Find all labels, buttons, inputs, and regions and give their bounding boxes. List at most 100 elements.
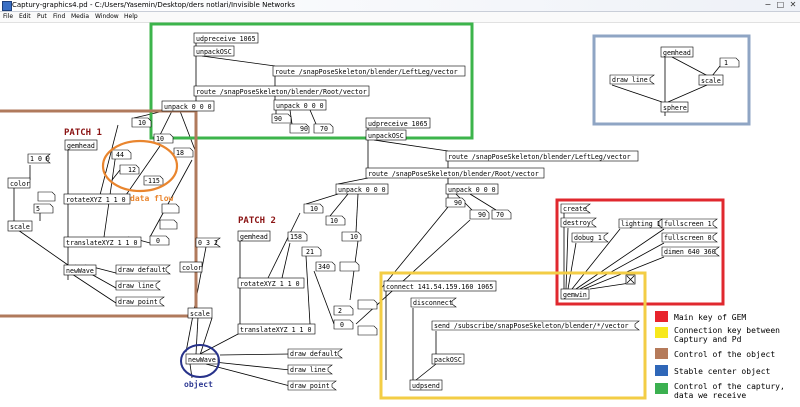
number-box-p2-0[interactable]: 0 — [333, 319, 354, 330]
send-subscribe-message[interactable]: send /subscribe/snapPoseSkeleton/blender… — [431, 320, 640, 331]
newwave-object-patch2[interactable]: newWave — [185, 353, 219, 365]
number-box-p1-18[interactable]: 18 — [173, 147, 194, 158]
number-box-p1-44[interactable]: 44 — [111, 149, 132, 160]
create-message[interactable]: create — [560, 203, 591, 214]
packosc-object[interactable]: packOSC — [431, 353, 465, 365]
unpack-object-mid-right[interactable]: unpack 0 0 0 — [445, 183, 499, 195]
route-root-object-mid[interactable]: route /snapPoseSkeleton/blender/Root/vec… — [365, 167, 545, 179]
draw-line-message-patch1[interactable]: draw line — [115, 280, 161, 291]
udpreceive-object-mid[interactable]: udpreceive 1065 — [365, 117, 431, 129]
unpackosc-object-mid[interactable]: unpackOSC — [365, 129, 407, 141]
color-message-patch1[interactable]: 1 0 0 — [27, 153, 51, 164]
udpreceive-object-top[interactable]: udpreceive 1065 — [193, 32, 259, 44]
minimize-button[interactable]: − — [764, 0, 772, 9]
unpackosc-object-top[interactable]: unpackOSC — [193, 45, 235, 57]
patch-canvas[interactable]: udpreceive 1065 unpackOSC route /snapPos… — [0, 22, 800, 407]
number-box-top-10[interactable]: 10 — [131, 117, 152, 128]
gemhead-object-patch2[interactable]: gemhead — [237, 230, 271, 242]
connect-object[interactable]: connect 141.54.159.160 1065 — [383, 280, 497, 292]
number-box-top-70[interactable]: 70 — [313, 123, 334, 134]
legend-item-object-control: Control of the object — [655, 348, 775, 359]
draw-default-message-patch2[interactable]: draw default — [287, 348, 343, 359]
unpack-object-top-left[interactable]: unpack 0 0 0 — [161, 100, 215, 112]
lighting-message[interactable]: lighting 1 — [618, 218, 663, 229]
gemwin-object[interactable]: gemwin — [560, 288, 590, 300]
menu-window[interactable]: Window — [95, 13, 119, 20]
number-box-top-90-b[interactable]: 90 — [289, 123, 310, 134]
gemhead-object-sphere[interactable]: gemhead — [660, 46, 694, 58]
draw-point-message-patch2[interactable]: draw point — [287, 380, 337, 391]
dimen-message[interactable]: dimen 640 360 — [661, 246, 720, 257]
unpack-object-mid-left[interactable]: unpack 0 0 0 — [335, 183, 389, 195]
legend-item-main-key: Main key of GEM — [655, 311, 746, 322]
gem-main-key-box — [555, 198, 725, 306]
number-box-p2-10-a[interactable]: 10 — [303, 203, 324, 214]
svg-text:2: 2 — [338, 307, 342, 315]
number-box-p1-115[interactable]: -115 — [143, 175, 164, 186]
number-box-sphere-1[interactable]: 1 — [719, 57, 740, 68]
svg-text:create: create — [563, 205, 587, 213]
number-box-p1-10[interactable]: 10 — [153, 133, 174, 144]
scale-object-patch2[interactable]: scale — [187, 307, 213, 319]
menu-help[interactable]: Help — [124, 13, 138, 20]
draw-default-message-patch1[interactable]: draw default — [115, 264, 171, 275]
number-box-empty-p1-c[interactable] — [159, 219, 178, 230]
number-box-empty-p2-b[interactable] — [357, 325, 378, 336]
udpsend-object[interactable]: udpsend — [409, 379, 443, 391]
number-box-empty-p1-a[interactable] — [37, 191, 56, 202]
number-box-p2-10-c[interactable]: 10 — [341, 231, 362, 242]
sphere-object[interactable]: sphere — [660, 101, 689, 113]
svg-text:0 3 2: 0 3 2 — [198, 239, 218, 247]
number-box-p2-158[interactable]: 158 — [287, 231, 308, 242]
dobug-message[interactable]: dobug 1 — [571, 232, 609, 243]
unpack-object-top-mid[interactable]: unpack 0 0 0 — [273, 99, 327, 111]
number-box-mid-90-a[interactable]: 90 — [445, 197, 466, 208]
destroy-message[interactable]: destroy — [560, 217, 597, 228]
number-box-p2-10-b[interactable]: 10 — [325, 215, 346, 226]
route-leftleg-object-mid[interactable]: route /snapPoseSkeleton/blender/LeftLeg/… — [445, 150, 639, 162]
number-box-p2-340[interactable]: 340 — [315, 261, 336, 272]
route-root-object-top[interactable]: route /snapPoseSkeleton/blender/Root/vec… — [193, 85, 370, 97]
svg-text:18: 18 — [176, 149, 184, 157]
close-button[interactable]: ✕ — [789, 0, 797, 9]
menu-find[interactable]: Find — [53, 13, 66, 20]
draw-line-message-sphere[interactable]: draw line — [609, 74, 655, 85]
route-leftleg-object-top[interactable]: route /snapPoseSkeleton/blender/LeftLeg/… — [272, 65, 466, 77]
color-object-patch1[interactable]: color — [7, 177, 31, 189]
number-box-p2-2[interactable]: 2 — [333, 305, 354, 316]
number-box-empty-p2-a[interactable] — [339, 261, 360, 272]
newwave-object-patch1[interactable]: newWave — [63, 264, 97, 276]
maximize-button[interactable]: □ — [776, 0, 785, 9]
scale-object-patch1[interactable]: scale — [7, 220, 33, 232]
menu-media[interactable]: Media — [71, 13, 90, 20]
number-box-p1-5[interactable]: 5 — [33, 203, 54, 214]
menu-edit[interactable]: Edit — [19, 13, 31, 20]
translatexyz-object-patch1[interactable]: translateXYZ 1 1 0 — [63, 236, 142, 248]
number-box-empty-p1-b[interactable] — [161, 203, 180, 214]
number-box-p2-21[interactable]: 21 — [301, 246, 322, 257]
fullscreen-0-message[interactable]: fullscreen 0 — [661, 232, 718, 243]
draw-line-message-patch2[interactable]: draw line — [287, 364, 333, 375]
rotatexyz-object-patch2[interactable]: rotateXYZ 1 1 0 — [237, 277, 305, 289]
svg-text:Main key of GEM: Main key of GEM — [674, 313, 746, 322]
draw-point-message-patch1[interactable]: draw point — [115, 296, 165, 307]
number-box-empty-p2-c[interactable] — [357, 299, 378, 310]
svg-text:lighting 1: lighting 1 — [621, 220, 661, 228]
translatexyz-object-patch2[interactable]: translateXYZ 1 1 0 — [237, 323, 316, 335]
gemhead-object-patch1[interactable]: gemhead — [64, 139, 98, 151]
rotatexyz-object-patch1[interactable]: rotateXYZ 1 1 0 — [63, 193, 131, 205]
number-box-mid-70[interactable]: 70 — [491, 209, 512, 220]
svg-text:udpreceive 1065: udpreceive 1065 — [196, 35, 256, 43]
color-object-patch2[interactable]: color — [179, 261, 203, 273]
number-box-top-90-a[interactable]: 90 — [271, 113, 292, 124]
number-box-p1-12[interactable]: 12 — [119, 164, 140, 175]
scale-object-sphere[interactable]: scale — [698, 74, 724, 86]
disconnect-message[interactable]: disconnect — [410, 297, 457, 308]
color-message-patch2[interactable]: 0 3 2 — [195, 237, 221, 248]
menu-file[interactable]: File — [3, 13, 14, 20]
gemwin-toggle[interactable] — [625, 274, 636, 285]
fullscreen-1-message[interactable]: fullscreen 1 — [661, 218, 718, 229]
number-box-mid-90-b[interactable]: 90 — [469, 209, 490, 220]
number-box-p1-0[interactable]: 0 — [149, 235, 170, 246]
menu-put[interactable]: Put — [37, 13, 47, 20]
